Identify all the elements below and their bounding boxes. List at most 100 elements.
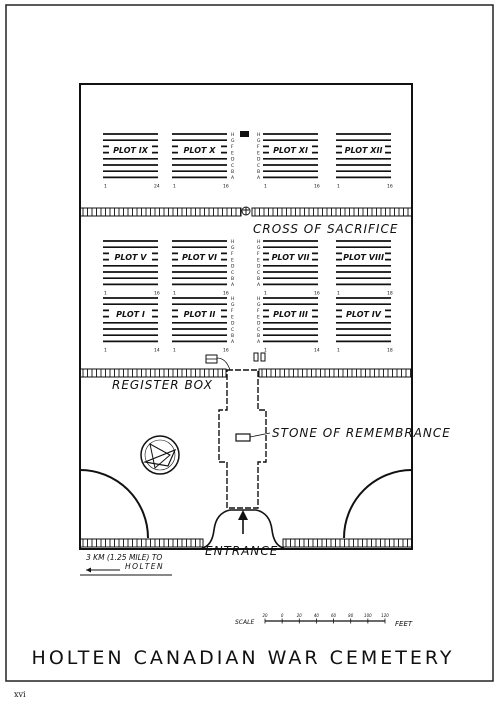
plot: PLOT XII 1 16 — [336, 133, 393, 190]
grave-end-number: 16 — [223, 348, 229, 354]
row-letter: A — [257, 175, 261, 181]
plot-label: PLOT VI — [182, 253, 217, 262]
row-letter: A — [231, 175, 235, 181]
row-letter: H — [231, 296, 234, 302]
plot-label: PLOT XII — [345, 146, 383, 155]
entrance-arrow-icon — [238, 510, 248, 520]
row-letter: C — [257, 327, 260, 333]
row-letter: G — [257, 302, 261, 308]
grave-start-number: 1 — [337, 184, 340, 190]
row-letter: B — [231, 276, 234, 282]
page-number: xvi — [14, 690, 26, 699]
scale-unit-label: FEET — [395, 620, 413, 628]
cross-of-sacrifice-label: CROSS OF SACRIFICE — [253, 222, 398, 236]
plot-label: PLOT VII — [272, 253, 310, 262]
grave-start-number: 1 — [264, 184, 267, 190]
road-distance-label: 3 KM (1.25 MILE) TO — [86, 553, 162, 562]
hedges — [79, 207, 413, 548]
row-letter: G — [257, 245, 261, 251]
row-letter: F — [231, 144, 234, 150]
row-letter: B — [257, 169, 260, 175]
top-marker — [240, 131, 249, 137]
grave-end-number: 18 — [387, 291, 393, 297]
page-frame — [5, 4, 494, 682]
row-letter: C — [231, 327, 234, 333]
grave-end-number: 16 — [314, 291, 320, 297]
scale-label: SCALE — [235, 619, 254, 626]
plot-label: PLOT II — [184, 310, 216, 319]
grave-start-number: 1 — [173, 348, 176, 354]
scale-tick-label: 80 — [348, 613, 354, 618]
plot: PLOT IV 1 18 — [336, 297, 393, 354]
grave-end-number: 16 — [223, 184, 229, 190]
row-letter: E — [257, 314, 260, 320]
row-letter: F — [257, 251, 260, 257]
road-town-label: HOLTEN — [125, 562, 164, 571]
grave-end-number: 16 — [387, 184, 393, 190]
row-letter: D — [257, 157, 261, 163]
corner-arc-right — [343, 469, 413, 539]
scale-tick-label: 0 — [281, 613, 284, 618]
grave-end-number: 16 — [223, 291, 229, 297]
row-letter: A — [257, 339, 261, 345]
row-letter: D — [231, 321, 235, 327]
row-letter: E — [231, 150, 234, 156]
row-letter: B — [231, 169, 234, 175]
row-letter: G — [231, 138, 235, 144]
row-letter: G — [231, 302, 235, 308]
row-letter: H — [257, 239, 260, 245]
row-letter: E — [231, 314, 234, 320]
row-letter: H — [231, 132, 234, 138]
grave-start-number: 1 — [264, 291, 267, 297]
row-letter: B — [257, 333, 260, 339]
scale-tick-label: 120 — [381, 613, 389, 618]
twin-posts-icon — [253, 352, 266, 362]
row-letter: D — [231, 157, 235, 163]
row-letter: H — [257, 296, 260, 302]
plot-label: PLOT IV — [346, 310, 382, 319]
scale-tick-label: 40 — [314, 613, 320, 618]
row-letter: A — [231, 282, 235, 288]
hedge-upper-left — [79, 207, 242, 217]
plot-label: PLOT V — [115, 253, 148, 262]
map-title: HOLTEN CANADIAN WAR CEMETERY — [32, 647, 455, 669]
row-letter: F — [231, 308, 234, 314]
grave-start-number: 1 — [104, 291, 107, 297]
register-box-label: REGISTER BOX — [112, 378, 213, 392]
road-arrow-icon — [86, 567, 91, 573]
hedge-bottom-right — [282, 538, 413, 548]
plot-label: PLOT VIII — [343, 253, 384, 262]
row-letter: D — [257, 264, 261, 270]
row-letter: F — [257, 308, 260, 314]
row-letter: A — [257, 282, 261, 288]
row-letter: H — [257, 132, 260, 138]
row-letter: C — [231, 270, 234, 276]
grave-end-number: 24 — [154, 184, 160, 190]
hedge-lower-right — [258, 368, 413, 378]
row-letter: E — [257, 150, 260, 156]
plot: PLOT VIII 1 18 — [336, 240, 393, 297]
cemetery-boundary — [79, 83, 413, 550]
grave-end-number: 14 — [314, 348, 320, 354]
grave-start-number: 1 — [337, 348, 340, 354]
grave-end-number: 14 — [154, 348, 160, 354]
corner-arc-left — [79, 469, 149, 539]
cross-of-sacrifice-icon — [241, 206, 251, 216]
hedge-lower-left — [79, 368, 227, 378]
row-letter: B — [231, 333, 234, 339]
plot-label: PLOT III — [273, 310, 308, 319]
grave-end-number: 18 — [387, 348, 393, 354]
grave-start-number: 1 — [337, 291, 340, 297]
row-letter: F — [257, 144, 260, 150]
